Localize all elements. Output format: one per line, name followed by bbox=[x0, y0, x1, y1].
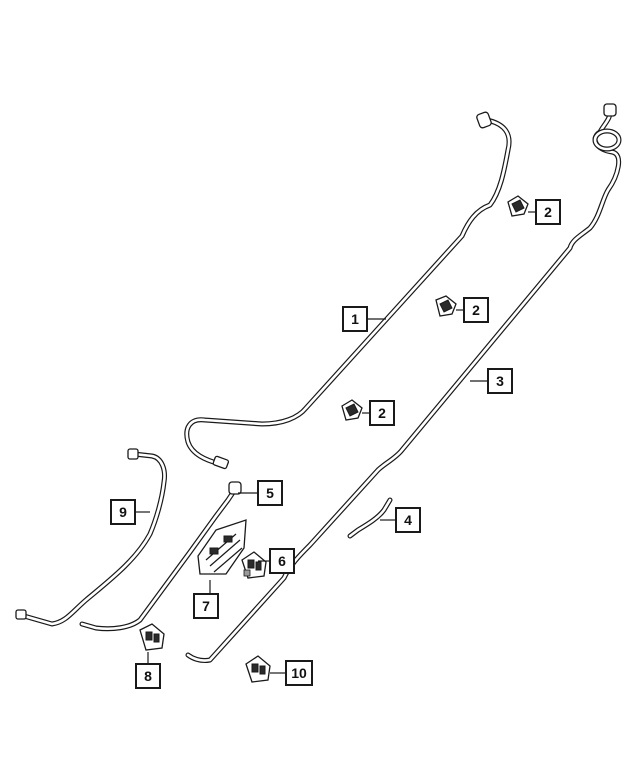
clip-part-2-low[interactable] bbox=[341, 399, 363, 421]
callout-6-label: 6 bbox=[278, 553, 286, 569]
callout-2c: 2 bbox=[369, 400, 395, 426]
callout-3-label: 3 bbox=[496, 373, 504, 389]
callout-5-label: 5 bbox=[266, 485, 274, 501]
callout-9-label: 9 bbox=[119, 504, 127, 520]
clip-part-10[interactable] bbox=[245, 655, 271, 683]
callout-7-label: 7 bbox=[202, 598, 210, 614]
callout-4-label: 4 bbox=[404, 512, 412, 528]
connector-5-head bbox=[228, 481, 242, 495]
tube-9-fitting-end bbox=[15, 609, 27, 620]
clip-part-2-mid[interactable] bbox=[435, 295, 457, 317]
callout-9: 9 bbox=[110, 499, 136, 525]
clip-part-2-top[interactable] bbox=[507, 195, 529, 217]
callout-2b-label: 2 bbox=[472, 302, 480, 318]
callout-1: 1 bbox=[342, 306, 368, 332]
tube-9-fitting-top bbox=[127, 448, 139, 460]
callout-10-label: 10 bbox=[291, 665, 307, 681]
callout-6: 6 bbox=[269, 548, 295, 574]
callout-5: 5 bbox=[257, 480, 283, 506]
callout-2a-label: 2 bbox=[544, 204, 552, 220]
callout-10: 10 bbox=[285, 660, 313, 686]
tube-1-fitting-end bbox=[212, 455, 230, 470]
tube-part-9[interactable] bbox=[15, 448, 167, 627]
leader-lines bbox=[136, 211, 536, 674]
tube-3-fitting-top bbox=[603, 103, 617, 117]
callout-8-label: 8 bbox=[144, 668, 152, 684]
tube-part-1[interactable] bbox=[184, 111, 512, 470]
callout-2b: 2 bbox=[463, 297, 489, 323]
bracket-part-7[interactable] bbox=[197, 519, 247, 575]
callout-7: 7 bbox=[193, 593, 219, 619]
callout-3: 3 bbox=[487, 368, 513, 394]
callout-1-label: 1 bbox=[351, 311, 359, 327]
clip-part-8[interactable] bbox=[139, 623, 165, 651]
connector-part-5[interactable] bbox=[79, 481, 242, 632]
clip-part-6[interactable] bbox=[241, 551, 267, 579]
tube-part-4[interactable] bbox=[347, 497, 393, 539]
callout-4: 4 bbox=[395, 507, 421, 533]
callout-2a: 2 bbox=[535, 199, 561, 225]
tube-1-fitting-top bbox=[476, 111, 492, 129]
callout-2c-label: 2 bbox=[378, 405, 386, 421]
callout-8: 8 bbox=[135, 663, 161, 689]
